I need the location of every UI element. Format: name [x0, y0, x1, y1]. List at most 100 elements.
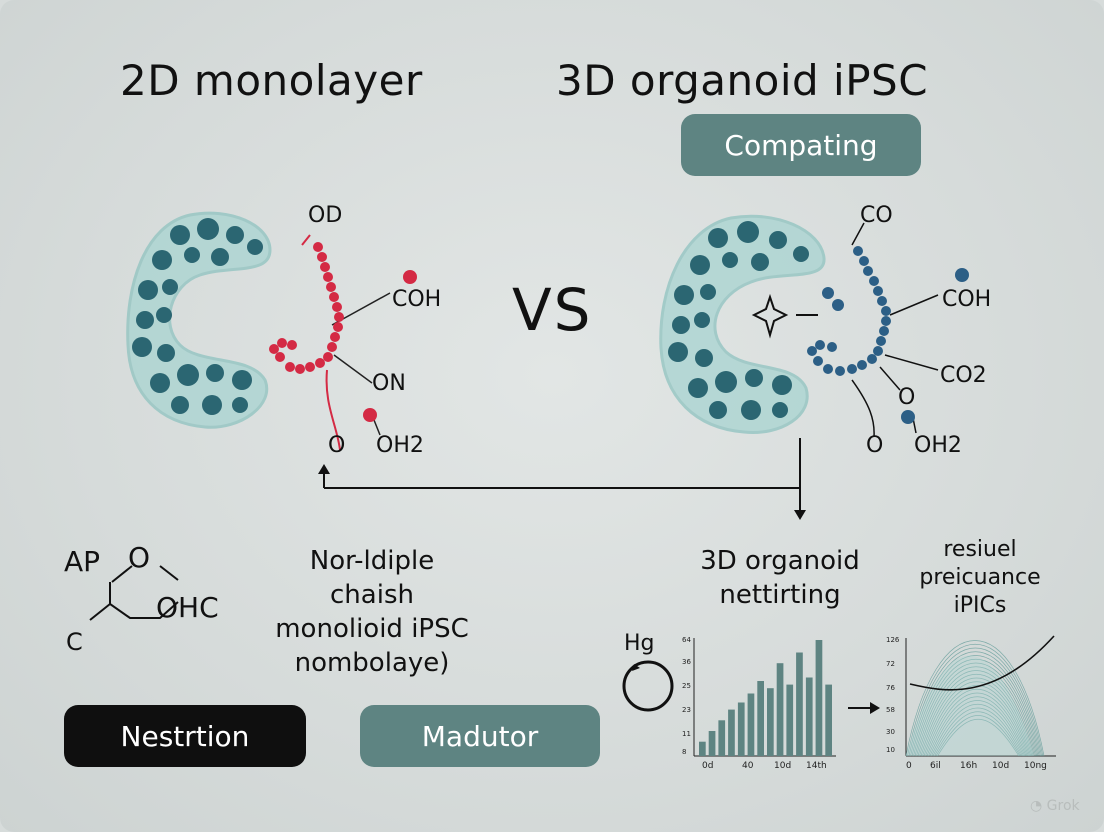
bar	[737, 702, 745, 756]
left-red-chain	[269, 234, 417, 451]
curve-y-tick: 126	[886, 636, 900, 644]
bar-y-tick: 36	[682, 658, 691, 666]
bar-y-tick: 25	[682, 682, 691, 690]
bar	[728, 709, 735, 756]
curve-line	[935, 715, 1021, 757]
curve-line	[925, 688, 1029, 757]
bar-x-tick: 10d	[774, 761, 791, 771]
vs-text: VS	[512, 276, 593, 344]
curve-line	[908, 647, 1042, 757]
curve-y-tick: 76	[886, 684, 895, 692]
right-cell-cluster	[659, 214, 826, 434]
bar-y-tick: 8	[682, 748, 686, 756]
curve-line	[932, 707, 1023, 757]
curve-y-tick: 72	[886, 660, 895, 668]
bar	[796, 652, 803, 756]
cycle-icon	[622, 660, 674, 712]
right-label-coh: COH	[942, 287, 992, 312]
connector-arrow	[318, 438, 806, 520]
bar-x-tick: 0d	[702, 761, 713, 771]
middle-text-line: Nor-ldiple	[309, 546, 435, 576]
bar-x-tick: 40	[742, 761, 754, 771]
ring-label-o: O	[128, 541, 151, 574]
curve-x-tick: 10d	[992, 761, 1009, 771]
far-right-text-line: resiuel	[943, 537, 1017, 562]
left-label-oh2: OH2	[376, 433, 424, 458]
ring-label-ap: AP	[64, 545, 101, 578]
middle-text-line: monolioid iPSC	[275, 614, 469, 644]
right-label-oh2: OH2	[914, 433, 962, 458]
curve-y-tick: 58	[886, 706, 895, 714]
bar	[767, 688, 774, 756]
left-label-od: OD	[308, 203, 343, 228]
bar-y-tick: 11	[682, 730, 691, 738]
curve-line	[922, 681, 1032, 757]
curve-line	[929, 700, 1026, 757]
bar	[757, 681, 764, 756]
curve-line	[910, 651, 1041, 757]
middle-text-line: chaish	[330, 580, 414, 610]
far-right-text: resiuel preicuance iPICs	[900, 536, 1060, 620]
curve-line	[928, 696, 1027, 757]
curve-line	[934, 711, 1022, 757]
left-label-on: ON	[372, 371, 406, 396]
bar-x-tick: 14th	[806, 761, 827, 771]
bar-y-tick: 64	[682, 636, 691, 644]
far-right-text-line: iPICs	[953, 593, 1007, 618]
spark-icon	[751, 293, 789, 339]
curve-x-tick: 16h	[960, 761, 977, 771]
hg-label: Hg	[624, 631, 655, 656]
bar	[786, 684, 794, 756]
left-cell-cluster	[126, 211, 272, 429]
curve-chart: 126 72 76 58 30 10 0 6il 16h 10d 10ng	[886, 635, 1056, 771]
bar	[815, 640, 823, 756]
curve-line	[920, 677, 1033, 757]
left-label-o: O	[328, 433, 346, 458]
grok-logo-icon: ◔	[1030, 798, 1043, 814]
right-text-line: nettirting	[719, 580, 841, 610]
middle-text-line: nombolaye)	[294, 648, 450, 678]
curve-line	[914, 662, 1038, 757]
middle-text: Nor-ldiple chaish monolioid iPSC nombola…	[232, 544, 512, 680]
watermark-text: Grok	[1046, 798, 1080, 814]
right-label-o-upper: O	[898, 385, 916, 410]
curve-y-tick: 10	[886, 746, 895, 754]
curve-line	[937, 718, 1020, 757]
ring-label-ohc: OHC	[156, 591, 219, 624]
far-right-text-line: preicuance	[919, 565, 1041, 590]
curve-line	[916, 666, 1036, 757]
bar	[776, 663, 784, 756]
curve-line	[926, 692, 1028, 757]
curve-line	[919, 674, 1034, 757]
watermark: ◔ Grok	[1030, 798, 1080, 814]
bar	[699, 741, 706, 756]
bar	[718, 720, 726, 756]
right-blue-chain	[751, 222, 969, 438]
curve-line	[931, 703, 1024, 757]
curve-x-tick: 6il	[930, 761, 941, 771]
ring-structure	[89, 565, 179, 621]
arrow-right-icon	[848, 702, 880, 714]
right-label-o-lower: O	[866, 433, 884, 458]
right-text-line: 3D organoid	[700, 546, 860, 576]
curve-y-tick: 30	[886, 728, 895, 736]
curve-line	[913, 659, 1039, 757]
nestrtion-button[interactable]: Nestrtion	[64, 705, 306, 767]
madutor-button[interactable]: Madutor	[360, 705, 600, 767]
curve-x-tick: 0	[906, 761, 912, 771]
curve-line	[923, 685, 1030, 757]
curve-line	[907, 643, 1044, 757]
ring-label-c: C	[66, 628, 83, 656]
right-title: 3D organoid iPSC	[556, 56, 929, 105]
left-title: 2D monolayer	[120, 56, 423, 105]
bar	[805, 677, 813, 756]
curve-line	[905, 640, 1045, 757]
curve-line	[917, 670, 1035, 757]
bar	[708, 731, 716, 756]
bar-y-tick: 23	[682, 706, 691, 714]
curve-x-tick: 10ng	[1024, 761, 1047, 771]
bar-chart: 64 36 25 23 11 8 0d 40 10d 14th	[682, 636, 836, 771]
curve-line	[911, 655, 1040, 757]
bar	[825, 684, 832, 756]
